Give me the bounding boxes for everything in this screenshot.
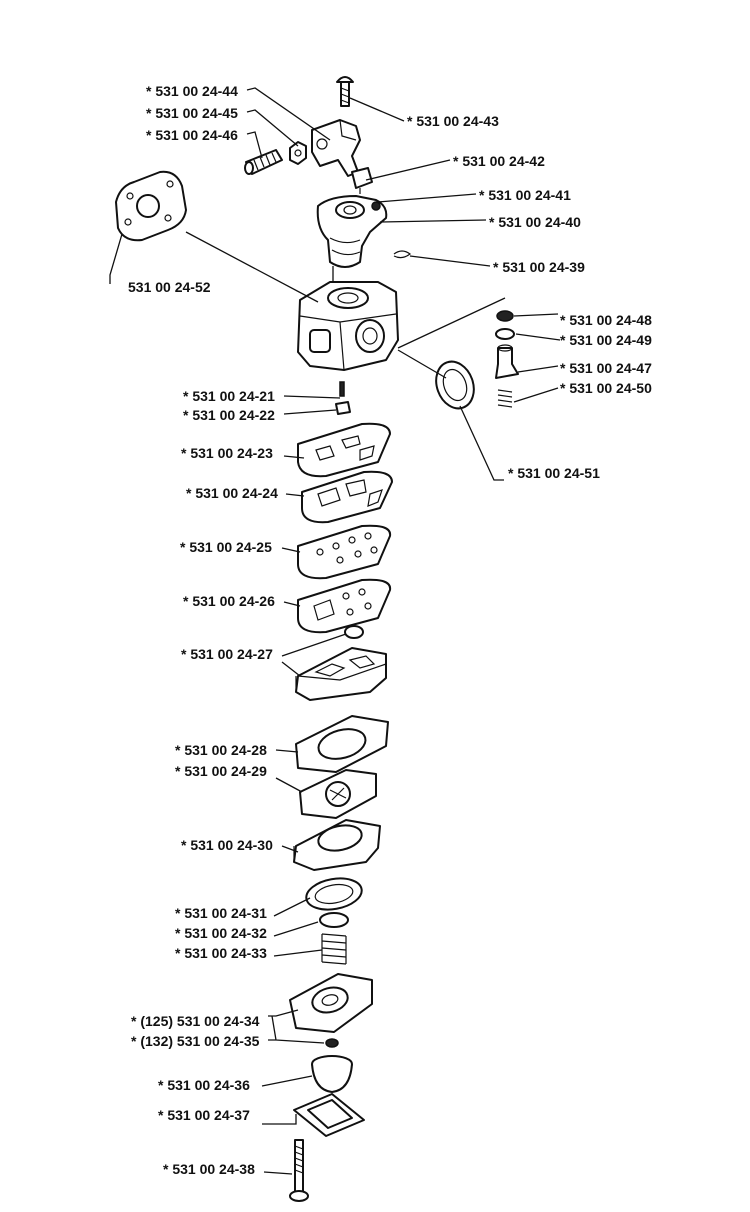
part-long-screw-38: [289, 1139, 309, 1202]
label-531-00-24-30: * 531 00 24-30: [181, 837, 273, 853]
part-bracket-44: [311, 119, 361, 177]
part-valve-47: [495, 344, 519, 379]
label-531-00-24-47: * 531 00 24-47: [560, 360, 652, 376]
part-oring-49: [495, 328, 515, 340]
part-disc-32: [319, 912, 349, 928]
label-531-00-24-33: * 531 00 24-33: [175, 945, 267, 961]
label-531-00-24-24: * 531 00 24-24: [186, 485, 278, 501]
label-531-00-24-34: * (125) 531 00 24-34: [131, 1013, 260, 1029]
part-spring-50: [497, 389, 513, 408]
part-screw-43: [336, 76, 354, 107]
leader-lines: [109, 87, 561, 1175]
label-531-00-24-43: * 531 00 24-43: [407, 113, 499, 129]
part-primer-bulb-36: [311, 1055, 353, 1093]
part-labels: * 531 00 24-44 * 531 00 24-45 * 531 00 2…: [128, 83, 652, 1177]
label-531-00-24-36: * 531 00 24-36: [158, 1077, 250, 1093]
part-gasket-26: [297, 578, 392, 634]
label-531-00-24-50: * 531 00 24-50: [560, 380, 652, 396]
part-gasket-25: [297, 524, 392, 580]
label-531-00-24-28: * 531 00 24-28: [175, 742, 267, 758]
part-adjust-screw-46: [244, 149, 283, 175]
part-pump-cover-34: [289, 973, 373, 1033]
label-531-00-24-27: * 531 00 24-27: [181, 646, 273, 662]
label-531-00-24-35: * (132) 531 00 24-35: [131, 1033, 260, 1049]
label-531-00-24-31: * 531 00 24-31: [175, 905, 267, 921]
label-531-00-24-45: * 531 00 24-45: [146, 105, 238, 121]
part-metering-body-30: [293, 819, 381, 871]
label-531-00-24-41: * 531 00 24-41: [479, 187, 571, 203]
part-gasket-52: [115, 170, 187, 242]
label-531-00-24-29: * 531 00 24-29: [175, 763, 267, 779]
part-ring-gasket-51: [435, 360, 475, 410]
part-washer-35: [325, 1038, 339, 1048]
part-cap-42: [351, 167, 373, 194]
label-531-00-24-52: 531 00 24-52: [128, 279, 211, 295]
label-531-00-24-37: * 531 00 24-37: [158, 1107, 250, 1123]
label-531-00-24-42: * 531 00 24-42: [453, 153, 545, 169]
part-carburetor-body: [297, 281, 399, 371]
part-gasket-24: [301, 470, 393, 524]
part-plug-48: [496, 310, 514, 322]
part-throttle-body-40: [316, 195, 388, 268]
label-531-00-24-51: * 531 00 24-51: [508, 465, 600, 481]
part-pump-body-27: [295, 625, 387, 701]
part-gasket-28: [295, 715, 389, 773]
label-531-00-24-32: * 531 00 24-32: [175, 925, 267, 941]
alignment-lines: [185, 231, 506, 379]
label-531-00-24-48: * 531 00 24-48: [560, 312, 652, 328]
label-531-00-24-38: * 531 00 24-38: [163, 1161, 255, 1177]
part-pin-21: [339, 381, 345, 397]
label-531-00-24-25: * 531 00 24-25: [180, 539, 272, 555]
part-diaphragm-29: [299, 769, 377, 819]
label-531-00-24-23: * 531 00 24-23: [181, 445, 273, 461]
part-spring-33: [321, 933, 347, 965]
part-plate-37: [293, 1093, 365, 1137]
label-531-00-24-46: * 531 00 24-46: [146, 127, 238, 143]
label-531-00-24-40: * 531 00 24-40: [489, 214, 581, 230]
part-clip-39: [393, 250, 412, 259]
part-diaphragm-31: [305, 877, 363, 911]
label-531-00-24-22: * 531 00 24-22: [183, 407, 275, 423]
label-531-00-24-39: * 531 00 24-39: [493, 259, 585, 275]
part-nut-45: [289, 141, 307, 165]
label-531-00-24-21: * 531 00 24-21: [183, 388, 275, 404]
part-screw-22: [335, 401, 351, 415]
label-531-00-24-44: * 531 00 24-44: [146, 83, 238, 99]
part-gasket-23: [297, 422, 391, 478]
label-531-00-24-26: * 531 00 24-26: [183, 593, 275, 609]
label-531-00-24-49: * 531 00 24-49: [560, 332, 652, 348]
